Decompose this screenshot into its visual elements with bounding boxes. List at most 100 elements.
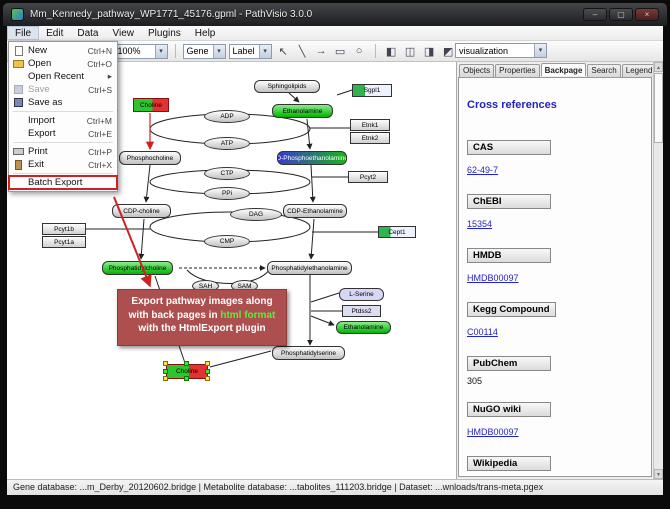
visualization-combo[interactable]: visualization ▾	[455, 43, 547, 58]
close-button[interactable]: ×	[635, 8, 659, 21]
node-phosphocholine[interactable]: Phosphocholine	[119, 151, 181, 165]
crossref-link[interactable]: HMDB00097	[467, 273, 519, 283]
chevron-down-icon[interactable]: ▾	[154, 44, 167, 58]
crossref-link[interactable]: C00114	[467, 327, 498, 337]
menu-item-batch-export[interactable]: Batch Export	[8, 175, 118, 190]
gene-combo-label: Gene	[186, 46, 209, 56]
node-atp[interactable]: ATP	[204, 137, 250, 150]
callout-highlight: html format	[220, 309, 276, 321]
gene-pcyt1a[interactable]: Pcyt1a	[42, 236, 86, 248]
node-cmp[interactable]: CMP	[204, 235, 250, 248]
menu-item-open-recent[interactable]: Open Recent▸	[9, 70, 117, 83]
node-choline[interactable]: Choline	[133, 98, 169, 112]
gene-pcyt1b[interactable]: Pcyt1b	[42, 223, 86, 235]
rectangle-tool-icon[interactable]: ▭	[334, 45, 346, 58]
gene-ptdss2[interactable]: Ptdss2	[342, 305, 381, 317]
tab-search[interactable]: Search	[587, 64, 621, 77]
align-left-icon[interactable]: ◧	[385, 45, 397, 58]
tab-legend[interactable]: Legend	[621, 64, 657, 77]
gene-cept1[interactable]: Cept1	[378, 226, 416, 238]
menu-item-save-as[interactable]: Save as	[9, 96, 117, 109]
menu-separator	[13, 173, 113, 174]
menu-shortcut: Ctrl+P	[88, 146, 112, 157]
node-cdp-choline[interactable]: CDP-choline	[112, 204, 171, 218]
gene-etnk1[interactable]: Etnk1	[350, 119, 390, 131]
line-tool-icon[interactable]: ╲	[298, 45, 306, 58]
maximize-button[interactable]: ▢	[609, 8, 633, 21]
menu-item-label: New	[28, 45, 48, 56]
menu-plugins[interactable]: Plugins	[147, 28, 181, 39]
node-cdp-ethanolamine[interactable]: CDP-Ethanolamine	[283, 204, 347, 218]
node-adp[interactable]: ADP	[204, 110, 250, 123]
gene-sgpl1[interactable]: Sgpl1	[352, 84, 392, 97]
node-sphingolipids[interactable]: Sphingolipids	[254, 80, 320, 93]
crossref-source-name: PubChem	[467, 356, 551, 371]
minimize-button[interactable]: –	[583, 8, 607, 21]
node-o-phosphoethanolamine[interactable]: O-Phosphoethanolamine	[277, 151, 347, 165]
menu-item-label: Batch Export	[28, 177, 83, 188]
scroll-up-icon[interactable]: ▲	[654, 62, 663, 72]
tab-properties[interactable]: Properties	[495, 64, 540, 77]
node-ppi[interactable]: PPi	[204, 187, 250, 200]
node-ethanolamine[interactable]: Ethanolamine	[272, 104, 333, 118]
node-dag[interactable]: DAG	[230, 208, 282, 221]
selection-handle[interactable]	[205, 361, 210, 366]
gene-etnk2[interactable]: Etnk2	[350, 132, 390, 144]
gene-type-combo[interactable]: Gene ▾	[182, 43, 226, 59]
crossref-link[interactable]: 62-49-7	[467, 165, 499, 175]
selection-handle[interactable]	[205, 376, 210, 381]
page-icon	[12, 45, 25, 57]
menu-edit[interactable]: Edit	[46, 28, 64, 39]
crossref-link[interactable]: 15354	[467, 219, 493, 229]
menu-data[interactable]: Data	[77, 28, 99, 39]
selection-handle[interactable]	[184, 376, 189, 381]
crossref-link[interactable]: HMDB00097	[467, 427, 519, 437]
align-top-icon[interactable]: ◩	[442, 45, 454, 58]
node-phosphatidylethanolamine[interactable]: Phosphatidylethanolamine	[267, 261, 352, 275]
node-ctp[interactable]: CTP	[204, 167, 250, 180]
annotation-callout: Export pathway images along with back pa…	[117, 289, 287, 346]
none-icon	[12, 71, 25, 83]
scrollbar-thumb[interactable]	[654, 73, 663, 143]
node-l-serine[interactable]: L-Serine	[339, 288, 384, 301]
vertical-scrollbar[interactable]: ▲ ▼	[653, 62, 663, 479]
arrow-tool-icon[interactable]: →	[315, 45, 327, 57]
menu-help[interactable]: Help	[194, 28, 216, 39]
ellipse-tool-icon[interactable]: ○	[355, 45, 363, 57]
pointer-tool-icon[interactable]: ↖	[278, 45, 288, 58]
chevron-down-icon[interactable]: ▾	[534, 44, 546, 57]
selection-handle[interactable]	[205, 368, 210, 374]
gene-pcyt2[interactable]: Pcyt2	[348, 171, 388, 183]
node-ethanolamine[interactable]: Ethanolamine	[336, 321, 391, 334]
zoom-combo[interactable]: 100% ▾	[113, 43, 168, 59]
tab-objects[interactable]: Objects	[459, 64, 495, 77]
menu-file[interactable]: File	[7, 26, 40, 40]
chevron-down-icon[interactable]: ▾	[212, 44, 225, 58]
selection-handle[interactable]	[163, 361, 168, 366]
selection-handle[interactable]	[163, 376, 168, 381]
scroll-down-icon[interactable]: ▼	[654, 469, 663, 479]
selection-handle[interactable]	[163, 368, 168, 374]
chevron-down-icon[interactable]: ▾	[258, 44, 271, 58]
node-phosphatidylserine[interactable]: Phosphatidylserine	[272, 346, 345, 360]
align-right-icon[interactable]: ◨	[423, 45, 435, 58]
crossref-source-name: ChEBI	[467, 194, 551, 209]
menu-view[interactable]: View	[112, 28, 134, 39]
tab-backpage[interactable]: Backpage	[540, 63, 587, 76]
label-type-combo[interactable]: Label ▾	[228, 43, 272, 59]
node-phosphatidylcholine[interactable]: Phosphatidylcholine	[102, 261, 173, 275]
align-center-icon[interactable]: ◫	[404, 45, 416, 58]
selection-handle[interactable]	[184, 361, 189, 366]
folder-icon	[12, 58, 25, 70]
